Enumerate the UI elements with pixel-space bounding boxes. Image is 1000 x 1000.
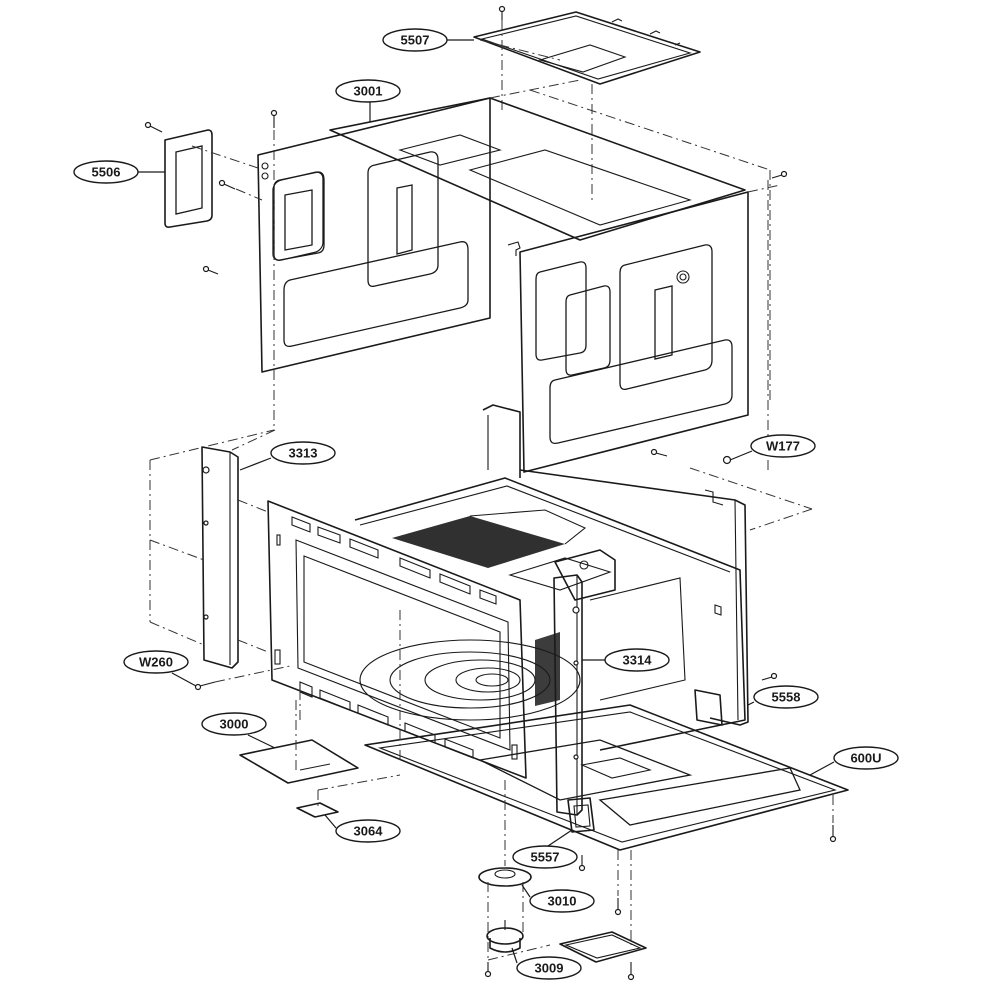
label-3313: 3313 xyxy=(270,441,336,465)
screw-icon xyxy=(761,672,778,681)
label-W260: W260 xyxy=(123,650,189,674)
front-frame xyxy=(267,500,527,779)
cabinet-3001 xyxy=(149,97,746,461)
pad-3064 xyxy=(296,774,401,818)
screw-icon xyxy=(650,448,668,457)
right-side-panel xyxy=(507,170,788,473)
label-5507: 5507 xyxy=(382,28,448,52)
screw-icon xyxy=(829,825,837,843)
screw-icon xyxy=(270,109,278,128)
label-text: 3000 xyxy=(220,717,249,732)
label-3009: 3009 xyxy=(516,956,582,980)
assembly-guide-lines xyxy=(231,79,771,760)
front-bracket-3314 xyxy=(553,574,595,833)
top-cover-plate-5507 xyxy=(473,5,701,200)
label-text: W260 xyxy=(139,655,173,670)
label-text: 3314 xyxy=(623,653,653,668)
coupler-3010 xyxy=(478,780,532,960)
screw-icon xyxy=(498,5,506,20)
motor-3009 xyxy=(484,920,551,978)
label-5506: 5506 xyxy=(73,160,139,184)
label-text: 3009 xyxy=(535,961,564,976)
label-text: 5558 xyxy=(772,690,801,705)
bracket-plate-5506 xyxy=(144,121,263,275)
screw-icon xyxy=(484,962,492,978)
label-text: 3010 xyxy=(548,894,577,909)
label-text: 5557 xyxy=(531,850,560,865)
screw-icon xyxy=(144,121,163,133)
label-W177: W177 xyxy=(750,434,816,458)
label-3010: 3010 xyxy=(529,889,595,913)
screw-icon xyxy=(202,265,219,275)
label-600U: 600U xyxy=(833,746,899,770)
screw-icon xyxy=(194,681,216,691)
screw-icon xyxy=(771,170,788,179)
screw-icon xyxy=(614,898,622,916)
label-3000: 3000 xyxy=(201,712,267,736)
screw-icon xyxy=(218,179,236,190)
oven-cavity xyxy=(354,477,746,751)
label-text: W177 xyxy=(766,439,800,454)
label-text: 600U xyxy=(850,751,881,766)
small-cover-plate xyxy=(559,850,647,981)
label-text: 3001 xyxy=(354,84,383,99)
label-5557: 5557 xyxy=(512,845,578,869)
screw-icon xyxy=(627,962,635,981)
leader-lines xyxy=(138,39,835,964)
label-text: 3064 xyxy=(354,824,384,839)
label-text: 5506 xyxy=(92,165,121,180)
label-text: 5507 xyxy=(401,33,430,48)
label-text: 3313 xyxy=(289,446,318,461)
screw-icon xyxy=(578,855,586,872)
label-3314: 3314 xyxy=(604,648,670,672)
label-3064: 3064 xyxy=(335,819,401,843)
rear-frame-5558 xyxy=(482,404,813,726)
nut-icon xyxy=(722,455,732,465)
cover-3000 xyxy=(239,700,359,784)
label-5558: 5558 xyxy=(753,685,819,709)
front-bracket-3313 xyxy=(149,446,291,691)
base-plate-600U xyxy=(364,704,849,851)
label-3001: 3001 xyxy=(335,79,401,103)
